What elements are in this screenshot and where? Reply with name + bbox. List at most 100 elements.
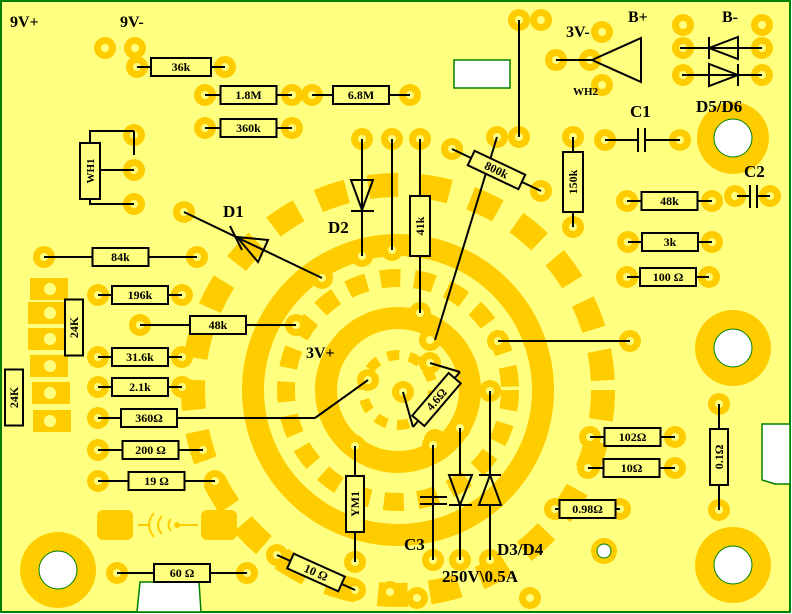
resistor-ym1: YM1 xyxy=(345,446,365,562)
pad-hole xyxy=(598,81,606,89)
trimmer-triangle-icon xyxy=(589,36,642,84)
mount-hole xyxy=(38,550,78,590)
pad-hole xyxy=(413,594,421,602)
resistor-value: 60 Ω xyxy=(170,566,195,580)
label-d3d4: D3/D4 xyxy=(497,540,544,559)
resistor-value: 41k xyxy=(413,216,427,235)
resistor-value: 0.98Ω xyxy=(572,502,603,516)
switch-ring-dashed xyxy=(277,269,519,511)
mount-hole xyxy=(713,545,753,585)
diode-icon xyxy=(447,474,474,508)
buzzer xyxy=(97,510,237,540)
diode-d1 xyxy=(183,211,323,279)
resistor-body xyxy=(410,371,463,428)
label-d2: D2 xyxy=(328,218,349,237)
mount-hole xyxy=(596,543,612,559)
pad-hole xyxy=(537,16,545,24)
resistor-value: 24K xyxy=(7,386,21,408)
resistor-body xyxy=(111,285,169,305)
resistor-r1-8m: 1.8M xyxy=(205,85,292,105)
diode-d3 xyxy=(447,474,474,508)
resistor-body xyxy=(64,298,84,357)
connector-pad-hole xyxy=(44,283,56,295)
pad-hole xyxy=(598,28,606,36)
wire xyxy=(402,391,414,428)
pad-hole xyxy=(679,21,687,29)
connector-pad-hole xyxy=(44,360,56,372)
diode-icon xyxy=(477,472,503,506)
resistor-body xyxy=(219,85,278,105)
resistor-value: 48k xyxy=(660,194,679,208)
resistor-value: 2.1k xyxy=(129,380,151,394)
resistor-body xyxy=(91,247,150,267)
resistor-body xyxy=(640,191,699,211)
diode-icon xyxy=(706,35,739,61)
resistor-r48k-left: 48k xyxy=(140,315,296,335)
resistor-value: 84k xyxy=(111,250,130,264)
resistor-value: 6.8M xyxy=(348,88,374,102)
pad-hole xyxy=(731,192,739,200)
labels: 9V+ 9V- 3V- B+ B- WH2 C1 D5/D6 C2 D1 D2 … xyxy=(10,9,765,586)
buzzer-pad xyxy=(201,510,237,540)
resistor-r3k: 3k xyxy=(628,232,712,252)
resistor-r84k: 84k xyxy=(44,247,197,267)
capacitor-c1 xyxy=(605,128,680,152)
resistor-body xyxy=(111,377,169,397)
pad-hole xyxy=(526,594,534,602)
resistor-r24k-a: 24K xyxy=(64,298,84,357)
resistor-r100: 100 Ω xyxy=(627,267,709,287)
resistor-body xyxy=(409,195,431,257)
resistor-r60: 60 Ω xyxy=(117,563,247,583)
wh1-potentiometer: WH1 xyxy=(79,142,134,205)
wh1-label: WH1 xyxy=(85,158,97,183)
resistor-value: 36k xyxy=(172,60,191,74)
resistor-r360: 360Ω xyxy=(98,408,200,428)
resistor-value: 102Ω xyxy=(619,430,647,444)
resistor-value: 0.1Ω xyxy=(712,444,726,469)
resistor-r360k: 360k xyxy=(205,118,292,138)
resistor-value: 19 Ω xyxy=(144,474,169,488)
pad-hole xyxy=(386,588,394,596)
wire xyxy=(314,379,369,419)
resistor-value: 360Ω xyxy=(135,411,163,425)
capacitors xyxy=(420,128,770,505)
resistor-value: 48k xyxy=(209,318,228,332)
resistor-r2-1k: 2.1k xyxy=(98,377,182,397)
capacitor-c2 xyxy=(737,185,770,208)
capacitor-c3 xyxy=(420,496,447,505)
resistor-value: 200 Ω xyxy=(135,443,166,457)
resistor-body xyxy=(111,347,169,367)
switch-ring-inner xyxy=(315,307,481,473)
resistor-value: 31.6k xyxy=(126,350,154,364)
pad-hole xyxy=(131,44,139,52)
resistor-body xyxy=(189,315,247,335)
resistor-body xyxy=(709,428,729,486)
label-fuse-rating: 250V\0.5A xyxy=(442,567,519,586)
resistor-r150k: 150k xyxy=(562,137,584,227)
label-c1: C1 xyxy=(630,102,651,121)
bottom-cutout xyxy=(136,581,202,613)
resistor-r31-6k: 31.6k xyxy=(98,347,182,367)
resistor-body xyxy=(332,85,390,105)
resistor-r41k: 41k xyxy=(409,139,431,313)
resistor-r48k-right: 48k xyxy=(627,191,712,211)
mount-hole xyxy=(713,328,753,368)
pad-hole xyxy=(758,21,766,29)
resistor-r200: 200 Ω xyxy=(98,440,203,460)
resistor-body xyxy=(150,57,212,77)
display-window xyxy=(453,59,511,89)
resistor-value: YM1 xyxy=(348,491,362,517)
pad-hole xyxy=(101,44,109,52)
right-cutout xyxy=(761,423,791,485)
connector-pad-hole xyxy=(44,307,56,319)
resistor-r24k-b: 24K xyxy=(4,368,24,427)
buzzer-icon xyxy=(138,512,198,538)
connector-pad-hole xyxy=(44,387,56,399)
label-9v-minus: 9V- xyxy=(120,14,144,31)
wire xyxy=(429,362,461,373)
resistor-r36k: 36k xyxy=(137,57,225,77)
connector-pad-hole xyxy=(44,415,56,427)
diode-d4 xyxy=(477,472,503,506)
